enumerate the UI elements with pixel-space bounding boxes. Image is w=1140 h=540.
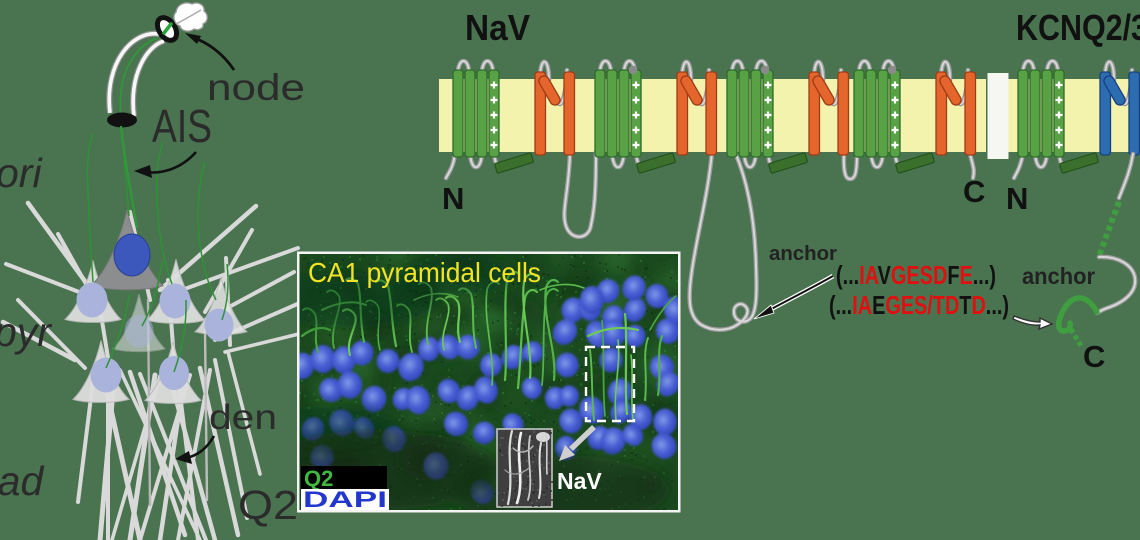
svg-text:N: N <box>1006 181 1028 216</box>
svg-text:NaV: NaV <box>557 468 602 494</box>
svg-text:Q2: Q2 <box>238 482 298 528</box>
svg-text:anchor: anchor <box>1022 263 1095 289</box>
svg-text:(...IAEGES/TDTD...): (...IAEGES/TDTD...) <box>829 290 1009 320</box>
svg-text:pyr: pyr <box>0 309 53 355</box>
svg-text:node: node <box>207 67 305 108</box>
svg-text:den: den <box>209 398 277 437</box>
svg-text:AIS: AIS <box>152 100 212 152</box>
svg-text:rad: rad <box>0 458 44 504</box>
svg-text:(...IAVGESDFE...): (...IAVGESDFE...) <box>836 260 996 290</box>
svg-text:ori: ori <box>0 150 43 196</box>
svg-text:N: N <box>442 181 464 216</box>
svg-text:NaV: NaV <box>465 7 530 48</box>
svg-text:DAPI: DAPI <box>303 487 387 512</box>
svg-text:KCNQ2/3: KCNQ2/3 <box>1016 7 1140 48</box>
svg-text:Q2: Q2 <box>304 466 333 491</box>
svg-text:anchor: anchor <box>769 242 837 265</box>
svg-text:C: C <box>1083 339 1105 374</box>
svg-text:C: C <box>963 174 985 209</box>
svg-text:CA1 pyramidal cells: CA1 pyramidal cells <box>308 257 541 288</box>
